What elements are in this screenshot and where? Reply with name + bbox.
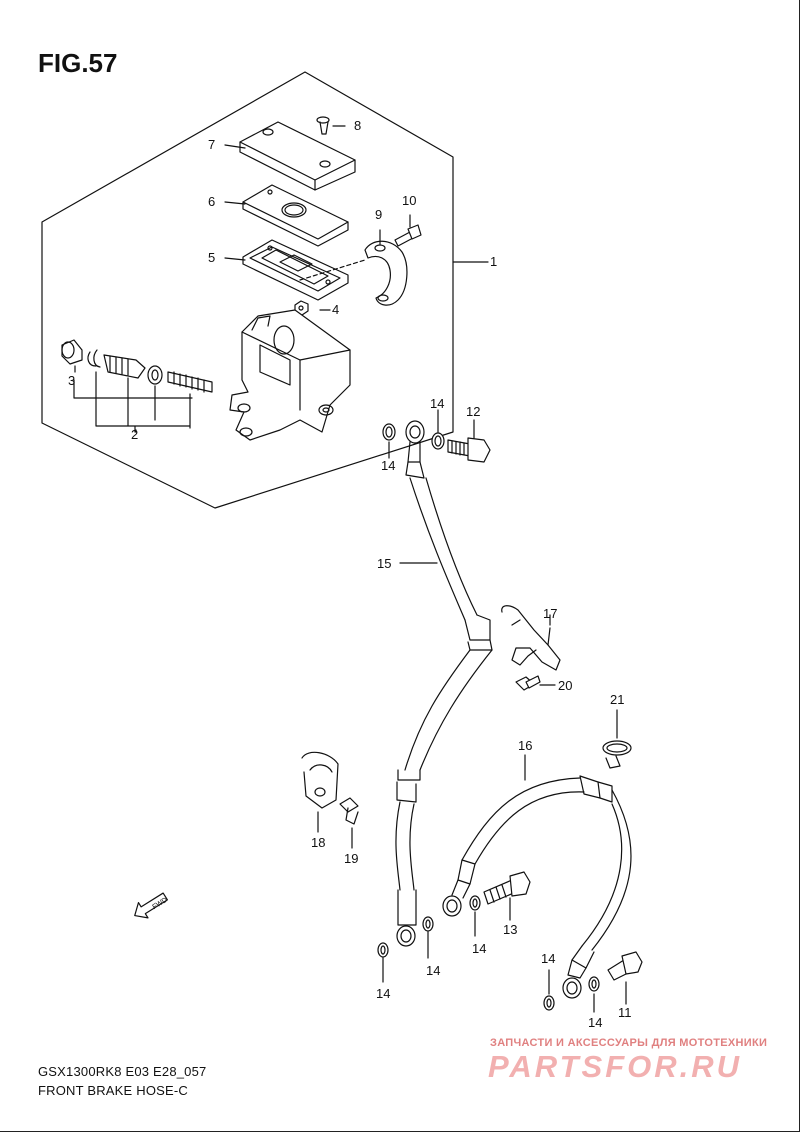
- brake-hose-lower-part: [442, 775, 632, 999]
- banjo-bolt-part: [447, 437, 491, 463]
- fwd-arrow-icon: [134, 892, 168, 919]
- bracket-bolt-part: [515, 675, 541, 691]
- washer-part: [422, 916, 434, 932]
- callout-1: 1: [490, 254, 498, 269]
- callout-14-b: 14: [381, 458, 396, 473]
- banjo-bolt-lower-part: [483, 871, 531, 905]
- callout-14-d: 14: [426, 963, 441, 978]
- callout-13: 13: [503, 922, 518, 937]
- washer-part: [382, 423, 396, 441]
- callout-2: 2: [131, 427, 139, 442]
- washer-part: [588, 976, 600, 992]
- callout-17: 17: [543, 606, 558, 621]
- callout-7: 7: [208, 137, 216, 152]
- hose-bracket-part: [501, 605, 561, 671]
- hose-holder-part: [301, 751, 339, 809]
- dust-boot-part: [61, 339, 83, 365]
- callout-14-g: 14: [588, 1015, 603, 1030]
- clamp-bolt-part: [394, 224, 422, 247]
- callout-4: 4: [332, 302, 340, 317]
- washer-part: [469, 895, 481, 911]
- handlebar-clamp-part: [364, 240, 408, 306]
- diaphragm-plate-part: [242, 184, 349, 247]
- callout-14-f: 14: [541, 951, 556, 966]
- piston-kit-bracket: [73, 371, 193, 433]
- holder-bolt-part: [339, 797, 359, 825]
- washer-part: [431, 432, 445, 450]
- callout-12: 12: [466, 404, 481, 419]
- callout-8: 8: [354, 118, 362, 133]
- hose-clamp-part: [602, 740, 632, 769]
- diaphragm-part: [242, 239, 349, 301]
- footer-model-code: GSX1300RK8 E03 E28_057: [38, 1064, 207, 1079]
- figure-title: FIG.57: [38, 48, 118, 78]
- callout-20: 20: [558, 678, 573, 693]
- reservoir-cap-part: [239, 121, 356, 191]
- callout-21: 21: [610, 692, 625, 707]
- footer-section-title: FRONT BRAKE HOSE-C: [38, 1083, 188, 1098]
- watermark-logo: PARTSFOR.RU: [488, 1049, 743, 1084]
- cap-screw-part: [316, 116, 330, 135]
- assembly-boundary: [41, 71, 454, 509]
- callout-14-e: 14: [376, 986, 391, 1001]
- callout-11: 11: [618, 1005, 632, 1020]
- callout-14-c: 14: [472, 941, 487, 956]
- master-cylinder-body: [229, 309, 351, 441]
- callout-9: 9: [375, 207, 383, 222]
- callout-14-a: 14: [430, 396, 445, 411]
- brake-hose-upper-part: [395, 420, 493, 947]
- banjo-bolt-caliper-part: [607, 951, 643, 981]
- piston-kit-parts: [87, 349, 213, 393]
- washer-part: [377, 942, 389, 958]
- callout-16: 16: [518, 738, 533, 753]
- callout-5: 5: [208, 250, 216, 265]
- washer-part: [543, 995, 555, 1011]
- callout-15: 15: [377, 556, 392, 571]
- callout-19: 19: [344, 851, 359, 866]
- callout-6: 6: [208, 194, 216, 209]
- callout-3: 3: [68, 373, 76, 388]
- callout-18: 18: [311, 835, 326, 850]
- callout-10: 10: [402, 193, 417, 208]
- watermark-tagline: ЗАПЧАСТИ И АКСЕССУАРЫ ДЛЯ МОТОТЕХНИКИ: [490, 1037, 768, 1049]
